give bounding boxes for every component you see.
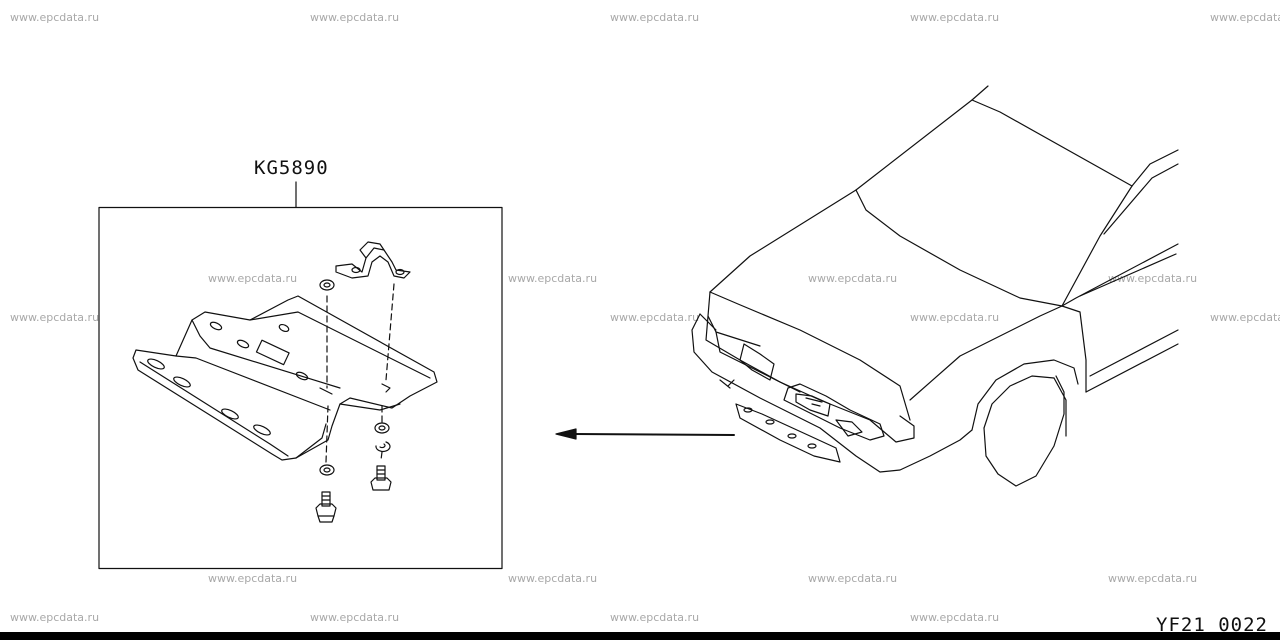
watermark: www.epcdata.ru: [310, 11, 400, 24]
assembly-line: [385, 283, 395, 381]
bracket-part: [132, 295, 438, 461]
watermark: www.epcdata.ru: [610, 311, 700, 324]
watermark: www.epcdata.ru: [1210, 311, 1280, 324]
watermark: www.epcdata.ru: [610, 611, 700, 624]
watermark: www.epcdata.ru: [1108, 572, 1198, 585]
assembly-line: [325, 405, 329, 463]
watermark: www.epcdata.ru: [208, 572, 298, 585]
clamp-part: [335, 241, 411, 279]
spring-washer-part: [375, 441, 391, 453]
watermark: www.epcdata.ru: [910, 611, 1000, 624]
watermark: www.epcdata.ru: [310, 611, 400, 624]
location-arrow: [555, 428, 735, 440]
car-illustration: [691, 85, 1179, 487]
part-code-label: KG5890: [254, 157, 329, 179]
watermark: www.epcdata.ru: [1210, 11, 1280, 24]
watermark: www.epcdata.ru: [508, 572, 598, 585]
bottom-border: [0, 632, 1280, 640]
assembly-line: [380, 451, 383, 461]
watermark: www.epcdata.ru: [10, 611, 100, 624]
watermark: www.epcdata.ru: [1108, 272, 1198, 285]
watermark: www.epcdata.ru: [808, 572, 898, 585]
washer-part: [319, 279, 335, 291]
detail-frame: [98, 206, 503, 570]
watermark: www.epcdata.ru: [10, 311, 100, 324]
bolt-part: [370, 465, 392, 491]
bolt-part: [315, 491, 337, 523]
washer-part: [319, 464, 335, 476]
watermark: www.epcdata.ru: [910, 11, 1000, 24]
watermark: www.epcdata.ru: [508, 272, 598, 285]
watermark: www.epcdata.ru: [208, 272, 298, 285]
watermark: www.epcdata.ru: [10, 11, 100, 24]
figure-code-label: YF21 0022: [1156, 614, 1268, 636]
watermark: www.epcdata.ru: [910, 311, 1000, 324]
washer-part: [374, 422, 390, 434]
watermark: www.epcdata.ru: [808, 272, 898, 285]
watermark: www.epcdata.ru: [610, 11, 700, 24]
